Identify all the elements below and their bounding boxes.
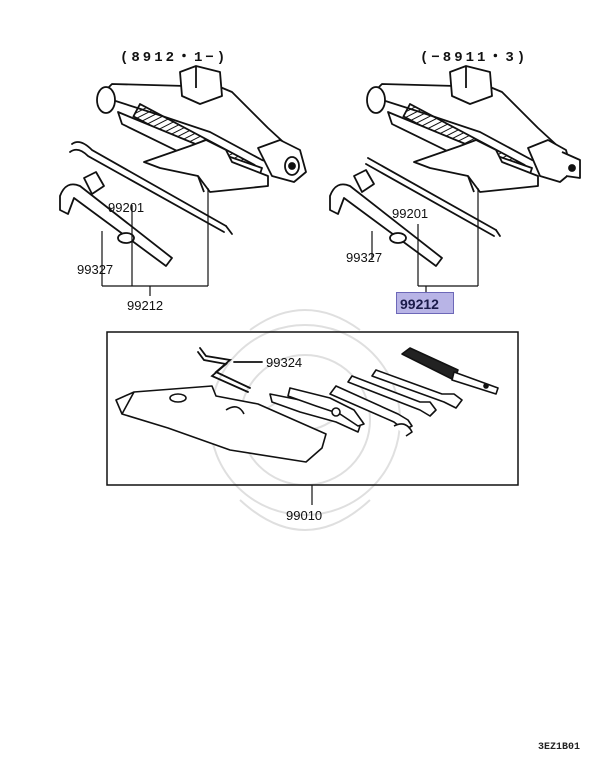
part-label-99327-right[interactable]: 99327 — [346, 250, 383, 265]
screwdriver — [401, 347, 499, 395]
part-label-99327-left[interactable]: 99327 — [77, 262, 114, 277]
part-label-99212-right[interactable]: 99212 — [400, 296, 439, 312]
scissor-jack-right — [366, 65, 581, 193]
hook-tool — [197, 347, 263, 393]
wheel-wrench-left — [59, 171, 173, 267]
applicability-header-right: (−8911・3) — [420, 50, 529, 66]
highlight-99212 — [396, 292, 454, 314]
scissor-jack-left — [96, 65, 307, 193]
tool-kit-box — [106, 331, 519, 505]
jack-handle-right — [365, 157, 501, 237]
jack-handle-left — [69, 141, 233, 235]
part-label-99201-right[interactable]: 99201 — [392, 206, 429, 221]
pliers — [269, 387, 365, 433]
part-label-99212-left[interactable]: 99212 — [127, 298, 164, 313]
leader-lines-right — [371, 188, 479, 292]
part-label-99201-left[interactable]: 99201 — [108, 200, 145, 215]
leader-lines-left — [101, 188, 209, 296]
applicability-header-left: (8912・1−) — [120, 50, 229, 66]
open-end-wrenches — [329, 369, 463, 437]
part-label-99324[interactable]: 99324 — [266, 355, 303, 370]
part-label-99010[interactable]: 99010 — [286, 508, 323, 523]
tool-bag — [115, 385, 327, 463]
wheel-wrench-right — [329, 169, 443, 267]
diagram-code: 3EZ1B01 — [538, 742, 581, 753]
